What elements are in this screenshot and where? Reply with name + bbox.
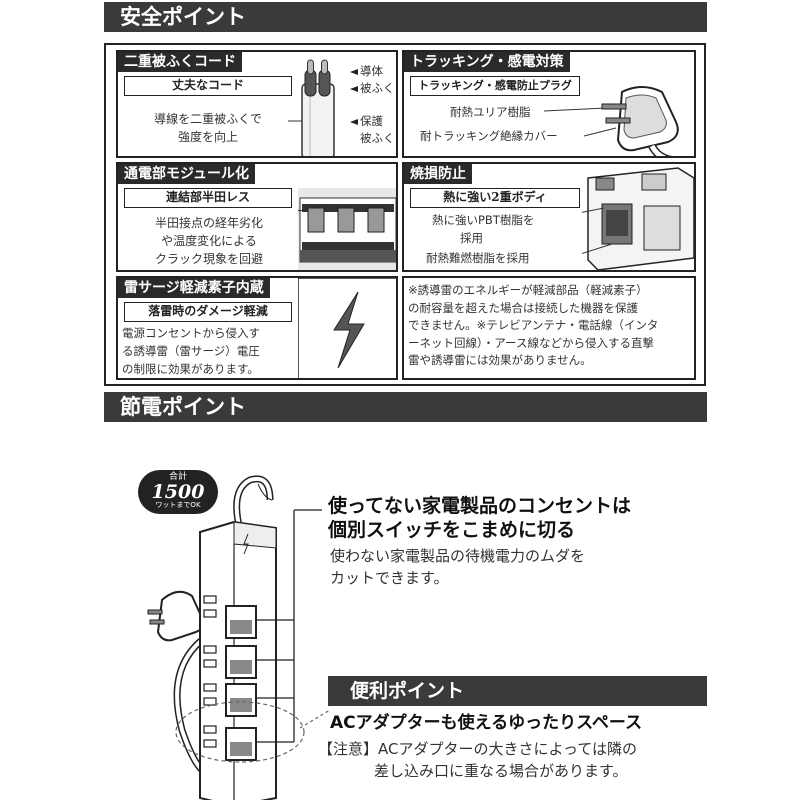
- cell-title: トラッキング・感電対策: [404, 52, 570, 72]
- cell-fire-prevention: 焼損防止 熱に強い2重ボディ 熱に強いPBT樹脂を 採用 耐熱難燃樹脂を採用: [402, 162, 696, 272]
- saving-header-text: 節電ポイント: [120, 395, 246, 419]
- cell-title: 雷サージ軽減素子内蔵: [118, 278, 270, 298]
- cell-subtitle: 連結部半田レス: [124, 188, 292, 208]
- cell-title: 焼損防止: [404, 164, 472, 184]
- convenience-heading: ACアダプターも使えるゆったりスペース: [330, 713, 643, 733]
- module-illustration: [298, 188, 396, 270]
- cell-tracking: トラッキング・感電対策 トラッキング・感電防止プラグ 耐熱ユリア樹脂 耐トラッキ…: [402, 50, 696, 158]
- wattage-badge: 合計 1500 ワットまでOK: [138, 470, 218, 514]
- cell-module: 通電部モジュール化 連結部半田レス 半田接点の経年劣化 や温度変化による クラッ…: [116, 162, 398, 272]
- cell-title: 二重被ふくコード: [118, 52, 242, 72]
- cell-surge: 雷サージ軽減素子内蔵 落雷時のダメージ軽減 電源コンセントから侵入す る誘導雷（…: [116, 276, 398, 380]
- label-insulation: 被ふく: [360, 81, 395, 95]
- cell-title: 通電部モジュール化: [118, 164, 256, 184]
- cell-description: 導線を二重被ふくで 強度を向上: [154, 112, 262, 144]
- cable-cross-section-illustration: [288, 59, 358, 156]
- safety-grid-frame: [104, 43, 706, 386]
- label-flame-retardant: 耐熱難燃樹脂を採用: [426, 251, 530, 265]
- saving-section-header: 節電ポイント: [104, 392, 707, 422]
- cell-subtitle: 落雷時のダメージ軽減: [124, 302, 292, 322]
- cell-double-cord: 二重被ふくコード 丈夫なコード 導線を二重被ふくで 強度を向上 導体 被ふく 保…: [116, 50, 398, 158]
- label-urea-resin: 耐熱ユリア樹脂: [450, 105, 531, 119]
- cell-description: 電源コンセントから侵入す る誘導雷（雷サージ）電圧 の制限に効果があります。: [122, 326, 260, 376]
- cell-description: 半田接点の経年劣化 や温度変化による クラック現象を回避: [154, 216, 263, 266]
- plug-illustration: [544, 86, 679, 156]
- label-conductor: 導体: [360, 64, 383, 78]
- saving-point-heading: 使ってない家電製品のコンセントは 個別スイッチをこまめに切る: [328, 495, 632, 541]
- label-adopted: 採用: [460, 231, 483, 245]
- cell-subtitle: 熱に強い2重ボディ: [410, 188, 580, 208]
- label-insulating-cover: 耐トラッキング絶縁カバー: [420, 129, 558, 143]
- convenience-header-text: 便利ポイント: [350, 680, 465, 702]
- cell-subtitle: トラッキング・感電防止プラグ: [410, 76, 580, 96]
- lightning-bolt-icon: [298, 278, 396, 378]
- safety-header-text: 安全ポイント: [120, 5, 246, 29]
- convenience-section-header: 便利ポイント: [328, 676, 707, 706]
- label-pbt-resin: 熱に強いPBT樹脂を: [432, 213, 535, 227]
- label-insulation-2: 被ふく: [360, 131, 395, 145]
- power-strip-illustration: [147, 475, 331, 800]
- arrow-left-icon: [350, 69, 358, 125]
- label-protect: 保護: [360, 114, 383, 128]
- safety-section-header: 安全ポイント: [104, 2, 707, 32]
- cell-subtitle: 丈夫なコード: [124, 76, 292, 96]
- surge-note-text: ※誘導雷のエネルギーが軽減部品（軽減素子） の耐容量を超えた場合は接続した機器を…: [408, 283, 659, 367]
- power-strip-cutaway-illustration: [582, 167, 694, 270]
- saving-point-body: 使わない家電製品の待機電力のムダを カットできます。: [330, 547, 586, 587]
- convenience-body: 【注意】ACアダプターの大きさによっては隣の 差し込み口に重なる場合があります。: [318, 740, 637, 780]
- cell-note: ※誘導雷のエネルギーが軽減部品（軽減素子） の耐容量を超えた場合は接続した機器を…: [402, 276, 696, 380]
